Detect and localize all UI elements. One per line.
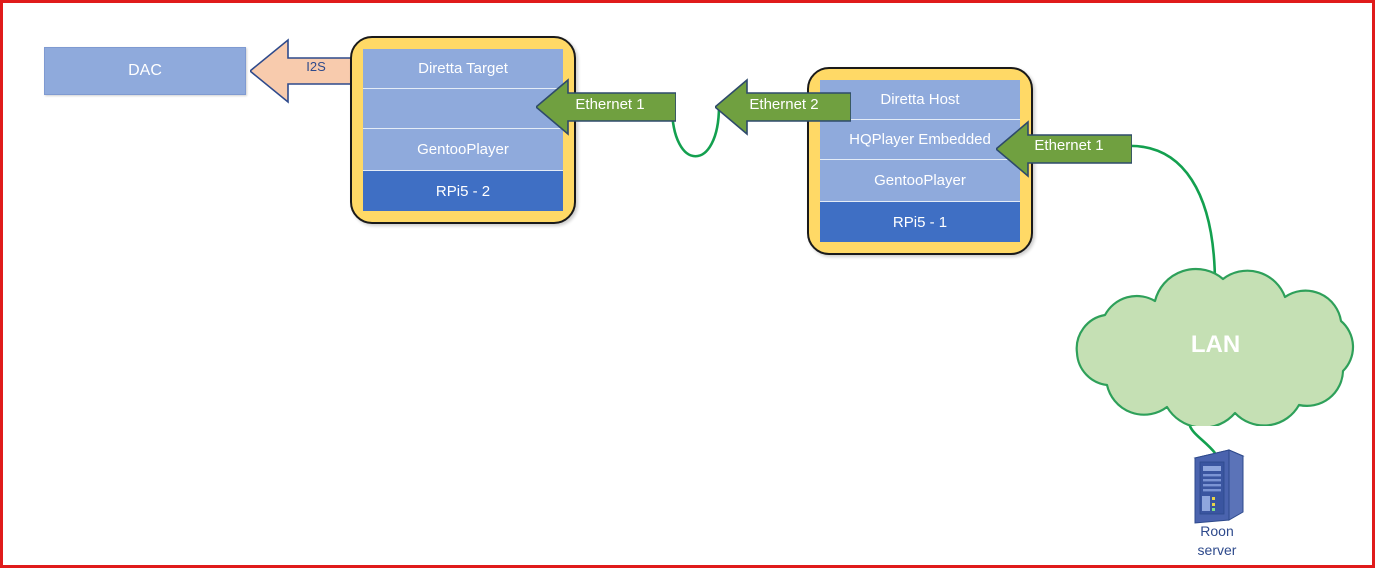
roon-server-label-line2: server [1197,542,1237,558]
ethernet-arrow-3-label: Ethernet 1 [1034,136,1104,154]
layer-rpi5-2: RPi5 - 2 [363,171,563,211]
layer-empty-left [363,89,563,129]
layer-stack-rpi5-1: Diretta Host HQPlayer Embedded GentooPla… [820,80,1020,242]
roon-server-label-line1: Roon [1200,523,1234,539]
roon-server-label: Roon server [1163,522,1271,560]
lan-cloud [1075,267,1355,426]
layer-stack-rpi5-2: Diretta Target GentooPlayer RPi5 - 2 [363,49,563,211]
layer-diretta-target: Diretta Target [363,49,563,89]
ethernet-arrow-1-label: Ethernet 1 [575,95,645,113]
layer-hqplayer-embedded: HQPlayer Embedded [820,120,1020,160]
layer-gentooplayer-right: GentooPlayer [820,160,1020,202]
dac-label: DAC [128,62,162,79]
layer-gentooplayer-left: GentooPlayer [363,129,563,171]
dac-box: DAC [44,47,246,95]
roon-server-icon [1193,449,1245,524]
i2s-arrow [250,38,378,104]
layer-rpi5-1: RPi5 - 1 [820,202,1020,242]
layer-diretta-host: Diretta Host [820,80,1020,120]
cable-eth1-eth2 [670,105,721,158]
